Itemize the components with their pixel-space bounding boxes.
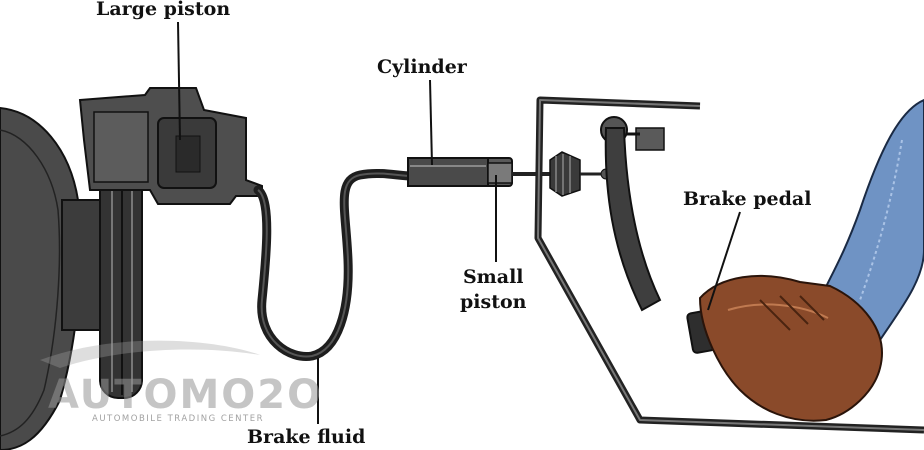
brake-pedal-arm: [600, 116, 716, 354]
driver-leg: [698, 98, 924, 422]
label-large-piston: Large piston: [96, 0, 231, 20]
label-small-piston-line1: Small: [462, 266, 524, 288]
label-cylinder: Cylinder: [377, 56, 467, 78]
watermark-swoosh: [40, 340, 260, 368]
boot: [698, 274, 883, 422]
hub-flange: [61, 199, 103, 331]
leader-brake-pedal: [707, 211, 741, 311]
brake-fluid-hose: [253, 168, 417, 361]
label-small-piston: Small piston: [460, 265, 526, 315]
pushrod-boot: [549, 151, 612, 197]
leader-cylinder: [429, 79, 433, 166]
watermark-subtitle: AUTOMOBILE TRADING CENTER: [92, 414, 264, 424]
label-brake-fluid: Brake fluid: [247, 426, 366, 448]
watermark-title: AUTOMO2O: [48, 372, 324, 418]
master-cylinder: [407, 157, 552, 187]
leader-lines: [177, 21, 741, 424]
label-brake-pedal: Brake pedal: [683, 188, 812, 210]
small-piston: [487, 162, 513, 184]
leader-large-piston: [177, 21, 181, 141]
brake-caliper: [78, 87, 263, 205]
label-small-piston-line2: piston: [460, 291, 527, 313]
